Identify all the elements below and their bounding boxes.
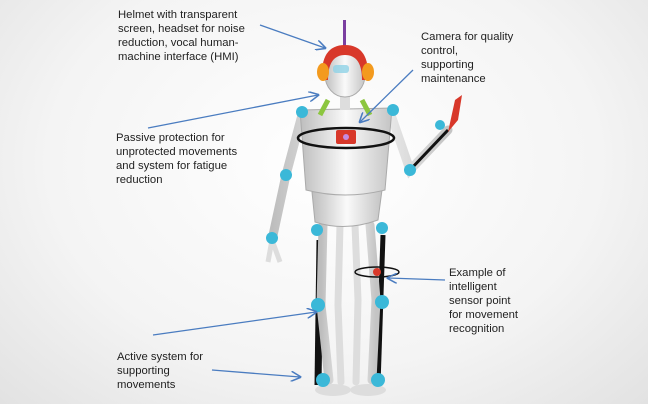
arrow-active-knee bbox=[152, 312, 316, 336]
label-active-system: Active system for supporting movements bbox=[117, 351, 204, 391]
label-sensor-point: Example of intelligent sensor point for … bbox=[449, 267, 519, 335]
label-helmet: Helmet with transparent screen, headset … bbox=[118, 9, 245, 63]
arrow-helmet bbox=[259, 24, 325, 48]
arrow-active-ankle bbox=[211, 369, 300, 377]
label-camera: Camera for quality control, supporting m… bbox=[421, 31, 514, 85]
robot-figure bbox=[265, 20, 462, 396]
arrow-camera bbox=[360, 69, 414, 122]
arrow-sensor bbox=[388, 278, 446, 280]
arrow-passive bbox=[147, 95, 318, 129]
label-passive-protection: Passive protection for unprotected movem… bbox=[116, 132, 238, 186]
